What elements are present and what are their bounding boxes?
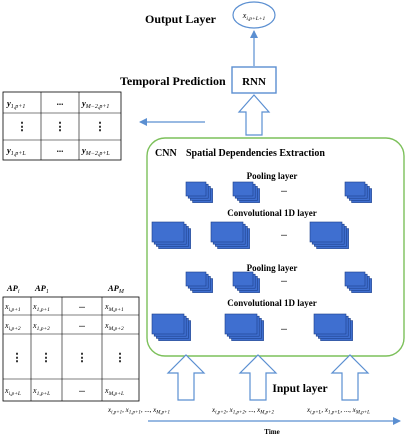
feature-map-conv-top-3 bbox=[309, 221, 349, 249]
input-sequence-3: xi,p+L, x1,p+L, ..., xM,p+L bbox=[306, 406, 370, 416]
svg-text:⋮: ⋮ bbox=[55, 121, 66, 133]
svg-text:...: ... bbox=[79, 385, 85, 394]
input-sequences: xi,p+1, x1,p+1, ..., xM,p+1 xi,p+2, x1,p… bbox=[107, 406, 370, 416]
svg-text:...: ... bbox=[79, 301, 85, 310]
svg-text:⋮: ⋮ bbox=[115, 352, 126, 364]
feature-map-layer bbox=[344, 271, 366, 287]
feature-map-layer bbox=[151, 313, 185, 335]
svg-text:⋮: ⋮ bbox=[17, 121, 28, 133]
feature-map-layer bbox=[185, 271, 207, 287]
svg-text:xM,p+1: xM,p+1 bbox=[104, 302, 124, 313]
ellipsis-conv-bottom: ... bbox=[281, 323, 287, 332]
svg-text:...: ... bbox=[57, 97, 64, 107]
output-matrix: y1,p+1 ... yM−2,p+1 ⋮ ⋮ ⋮ y1,p+L ... yM−… bbox=[2, 91, 122, 161]
input-arrow-3 bbox=[330, 354, 370, 401]
feature-map-stacks bbox=[151, 181, 372, 341]
svg-text:x1,p+1: x1,p+1 bbox=[32, 302, 50, 313]
feature-map-pool-top-2 bbox=[232, 181, 260, 203]
svg-text:⋮: ⋮ bbox=[41, 352, 52, 364]
svg-text:xi,p+1: xi,p+1 bbox=[4, 302, 21, 313]
feature-map-conv-top-2 bbox=[210, 221, 250, 249]
feature-map-layer bbox=[185, 181, 207, 197]
svg-text:AP1: AP1 bbox=[34, 283, 49, 295]
input-arrow-2 bbox=[238, 354, 278, 401]
input-sequence-2: xi,p+2, x1,p+2, ..., xM,p+2 bbox=[211, 406, 275, 416]
svg-text:...: ... bbox=[57, 144, 64, 154]
feature-map-layer bbox=[232, 181, 254, 197]
feature-map-conv-top-1 bbox=[151, 221, 191, 249]
svg-text:xi,p+2: xi,p+2 bbox=[4, 321, 21, 332]
cnn-to-rnn-arrow bbox=[237, 94, 271, 136]
svg-text:x1,p+L: x1,p+L bbox=[32, 386, 50, 397]
input-layer-label: Input layer bbox=[272, 383, 327, 395]
svg-text:xM,p+2: xM,p+2 bbox=[104, 321, 124, 332]
feature-map-conv-bottom-1 bbox=[151, 313, 191, 341]
ellipsis-pool-top: ... bbox=[281, 185, 287, 194]
feature-map-layer bbox=[344, 181, 366, 197]
conv-layer-bottom-label: Convolutional 1D layer bbox=[227, 298, 317, 308]
feature-map-pool-bottom-1 bbox=[185, 271, 213, 293]
input-arrow-1 bbox=[166, 354, 206, 401]
output-layer-label: Output Layer bbox=[145, 12, 217, 26]
input-sequence-1: xi,p+1, x1,p+1, ..., xM,p+1 bbox=[107, 406, 170, 416]
feature-map-layer bbox=[232, 271, 254, 287]
feature-map-conv-bottom-3 bbox=[313, 313, 353, 341]
feature-map-pool-top-1 bbox=[185, 181, 213, 203]
ellipsis-pool-bottom: ... bbox=[281, 275, 287, 284]
output-node bbox=[232, 1, 276, 29]
ellipsis-conv-top: ... bbox=[281, 229, 287, 238]
feature-map-layer bbox=[313, 313, 347, 335]
conv-layer-top-label: Convolutional 1D layer bbox=[227, 208, 317, 218]
cnn-label: CNN bbox=[155, 148, 177, 159]
output-node-label: xi,p+L+1 bbox=[242, 11, 266, 22]
feature-map-pool-bottom-2 bbox=[232, 271, 260, 293]
svg-text:y1,p+1: y1,p+1 bbox=[6, 98, 25, 110]
rnn-box bbox=[231, 66, 277, 94]
svg-text:...: ... bbox=[79, 320, 85, 329]
svg-text:⋮: ⋮ bbox=[77, 352, 88, 364]
feature-map-layer bbox=[309, 221, 343, 243]
svg-text:x1,p+2: x1,p+2 bbox=[32, 321, 50, 332]
input-matrix: APi AP1 APM xi,p+1 x1,p+1 ... xM,p+1 xi,… bbox=[2, 283, 140, 402]
feature-map-pool-bottom-3 bbox=[344, 271, 372, 293]
svg-text:xi,p+L: xi,p+L bbox=[4, 386, 21, 397]
feature-map-conv-bottom-2 bbox=[224, 313, 264, 341]
feature-map-layer bbox=[151, 221, 185, 243]
feature-map-layer bbox=[210, 221, 244, 243]
svg-text:yM−2,p+L: yM−2,p+L bbox=[81, 145, 110, 157]
svg-text:APM: APM bbox=[107, 283, 125, 295]
svg-text:xM,p+L: xM,p+L bbox=[104, 386, 124, 397]
spatial-extraction-label: Spatial Dependencies Extraction bbox=[186, 148, 325, 159]
svg-text:APi: APi bbox=[6, 283, 20, 295]
svg-text:y1,p+L: y1,p+L bbox=[6, 145, 26, 157]
pooling-layer-top-label: Pooling layer bbox=[247, 171, 298, 181]
svg-text:yM−2,p+1: yM−2,p+1 bbox=[81, 98, 109, 110]
time-label: Time bbox=[264, 428, 279, 436]
temporal-prediction-label: Temporal Prediction bbox=[120, 74, 226, 88]
pooling-layer-bottom-label: Pooling layer bbox=[247, 263, 298, 273]
feature-map-pool-top-3 bbox=[344, 181, 372, 203]
svg-text:⋮: ⋮ bbox=[12, 352, 23, 364]
rnn-label: RNN bbox=[242, 76, 266, 88]
svg-text:⋮: ⋮ bbox=[95, 121, 106, 133]
feature-map-layer bbox=[224, 313, 258, 335]
